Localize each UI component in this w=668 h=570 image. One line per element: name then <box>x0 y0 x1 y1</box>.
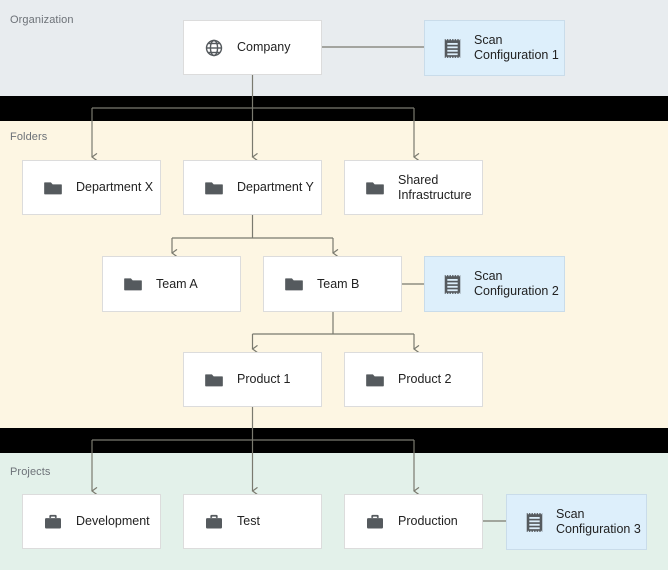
folder-icon <box>366 373 384 386</box>
node-development[interactable]: Development <box>22 494 161 549</box>
node-product-1[interactable]: Product 1 <box>183 352 322 407</box>
folders-band-label: Folders <box>10 131 48 143</box>
globe-icon <box>205 39 223 56</box>
folder-icon <box>44 181 62 194</box>
node-scan-configuration-3[interactable]: Scan Configuration 3 <box>506 494 647 550</box>
node-test-label: Test <box>237 514 260 528</box>
folder-icon <box>205 181 223 194</box>
node-team-a-label: Team A <box>156 276 198 291</box>
node-department-y-label: Department Y <box>237 180 314 194</box>
node-production-label: Production <box>398 514 458 528</box>
node-test[interactable]: Test <box>183 494 322 549</box>
folder-icon <box>205 373 223 386</box>
briefcase-icon <box>45 514 61 528</box>
node-scan-configuration-1[interactable]: Scan Configuration 1 <box>424 20 565 76</box>
scan-configuration-icon <box>444 273 461 295</box>
scan-configuration-icon <box>526 511 543 533</box>
node-department-x-label: Department X <box>76 180 154 194</box>
node-shared-infrastructure-label: Shared Infrastructure <box>398 172 472 202</box>
node-company-label: Company <box>237 40 291 54</box>
organization-band: Organization <box>0 0 668 96</box>
folder-icon <box>285 278 303 291</box>
folder-icon <box>366 181 384 194</box>
node-team-b-label: Team B <box>317 276 360 291</box>
organization-band-label: Organization <box>10 14 74 26</box>
node-product-1-label: Product 1 <box>237 372 291 386</box>
node-product-2[interactable]: Product 2 <box>344 352 483 407</box>
node-company[interactable]: Company <box>183 20 322 75</box>
node-team-b[interactable]: Team B <box>263 256 402 312</box>
node-scan-configuration-2-label: Scan Configuration 2 <box>474 269 559 298</box>
node-scan-configuration-1-label: Scan Configuration 1 <box>474 33 559 62</box>
node-shared-infrastructure[interactable]: Shared Infrastructure <box>344 160 483 215</box>
scan-configuration-icon <box>444 37 461 59</box>
node-scan-configuration-2[interactable]: Scan Configuration 2 <box>424 256 565 312</box>
briefcase-icon <box>206 514 222 528</box>
projects-band-label: Projects <box>10 466 51 478</box>
node-scan-configuration-3-label: Scan Configuration 3 <box>556 507 641 536</box>
node-product-2-label: Product 2 <box>398 372 452 386</box>
node-team-a[interactable]: Team A <box>102 256 241 312</box>
node-department-x[interactable]: Department X <box>22 160 161 215</box>
node-production[interactable]: Production <box>344 494 483 549</box>
node-development-label: Development <box>76 514 150 528</box>
folder-icon <box>124 278 142 291</box>
briefcase-icon <box>367 514 383 528</box>
node-department-y[interactable]: Department Y <box>183 160 322 215</box>
